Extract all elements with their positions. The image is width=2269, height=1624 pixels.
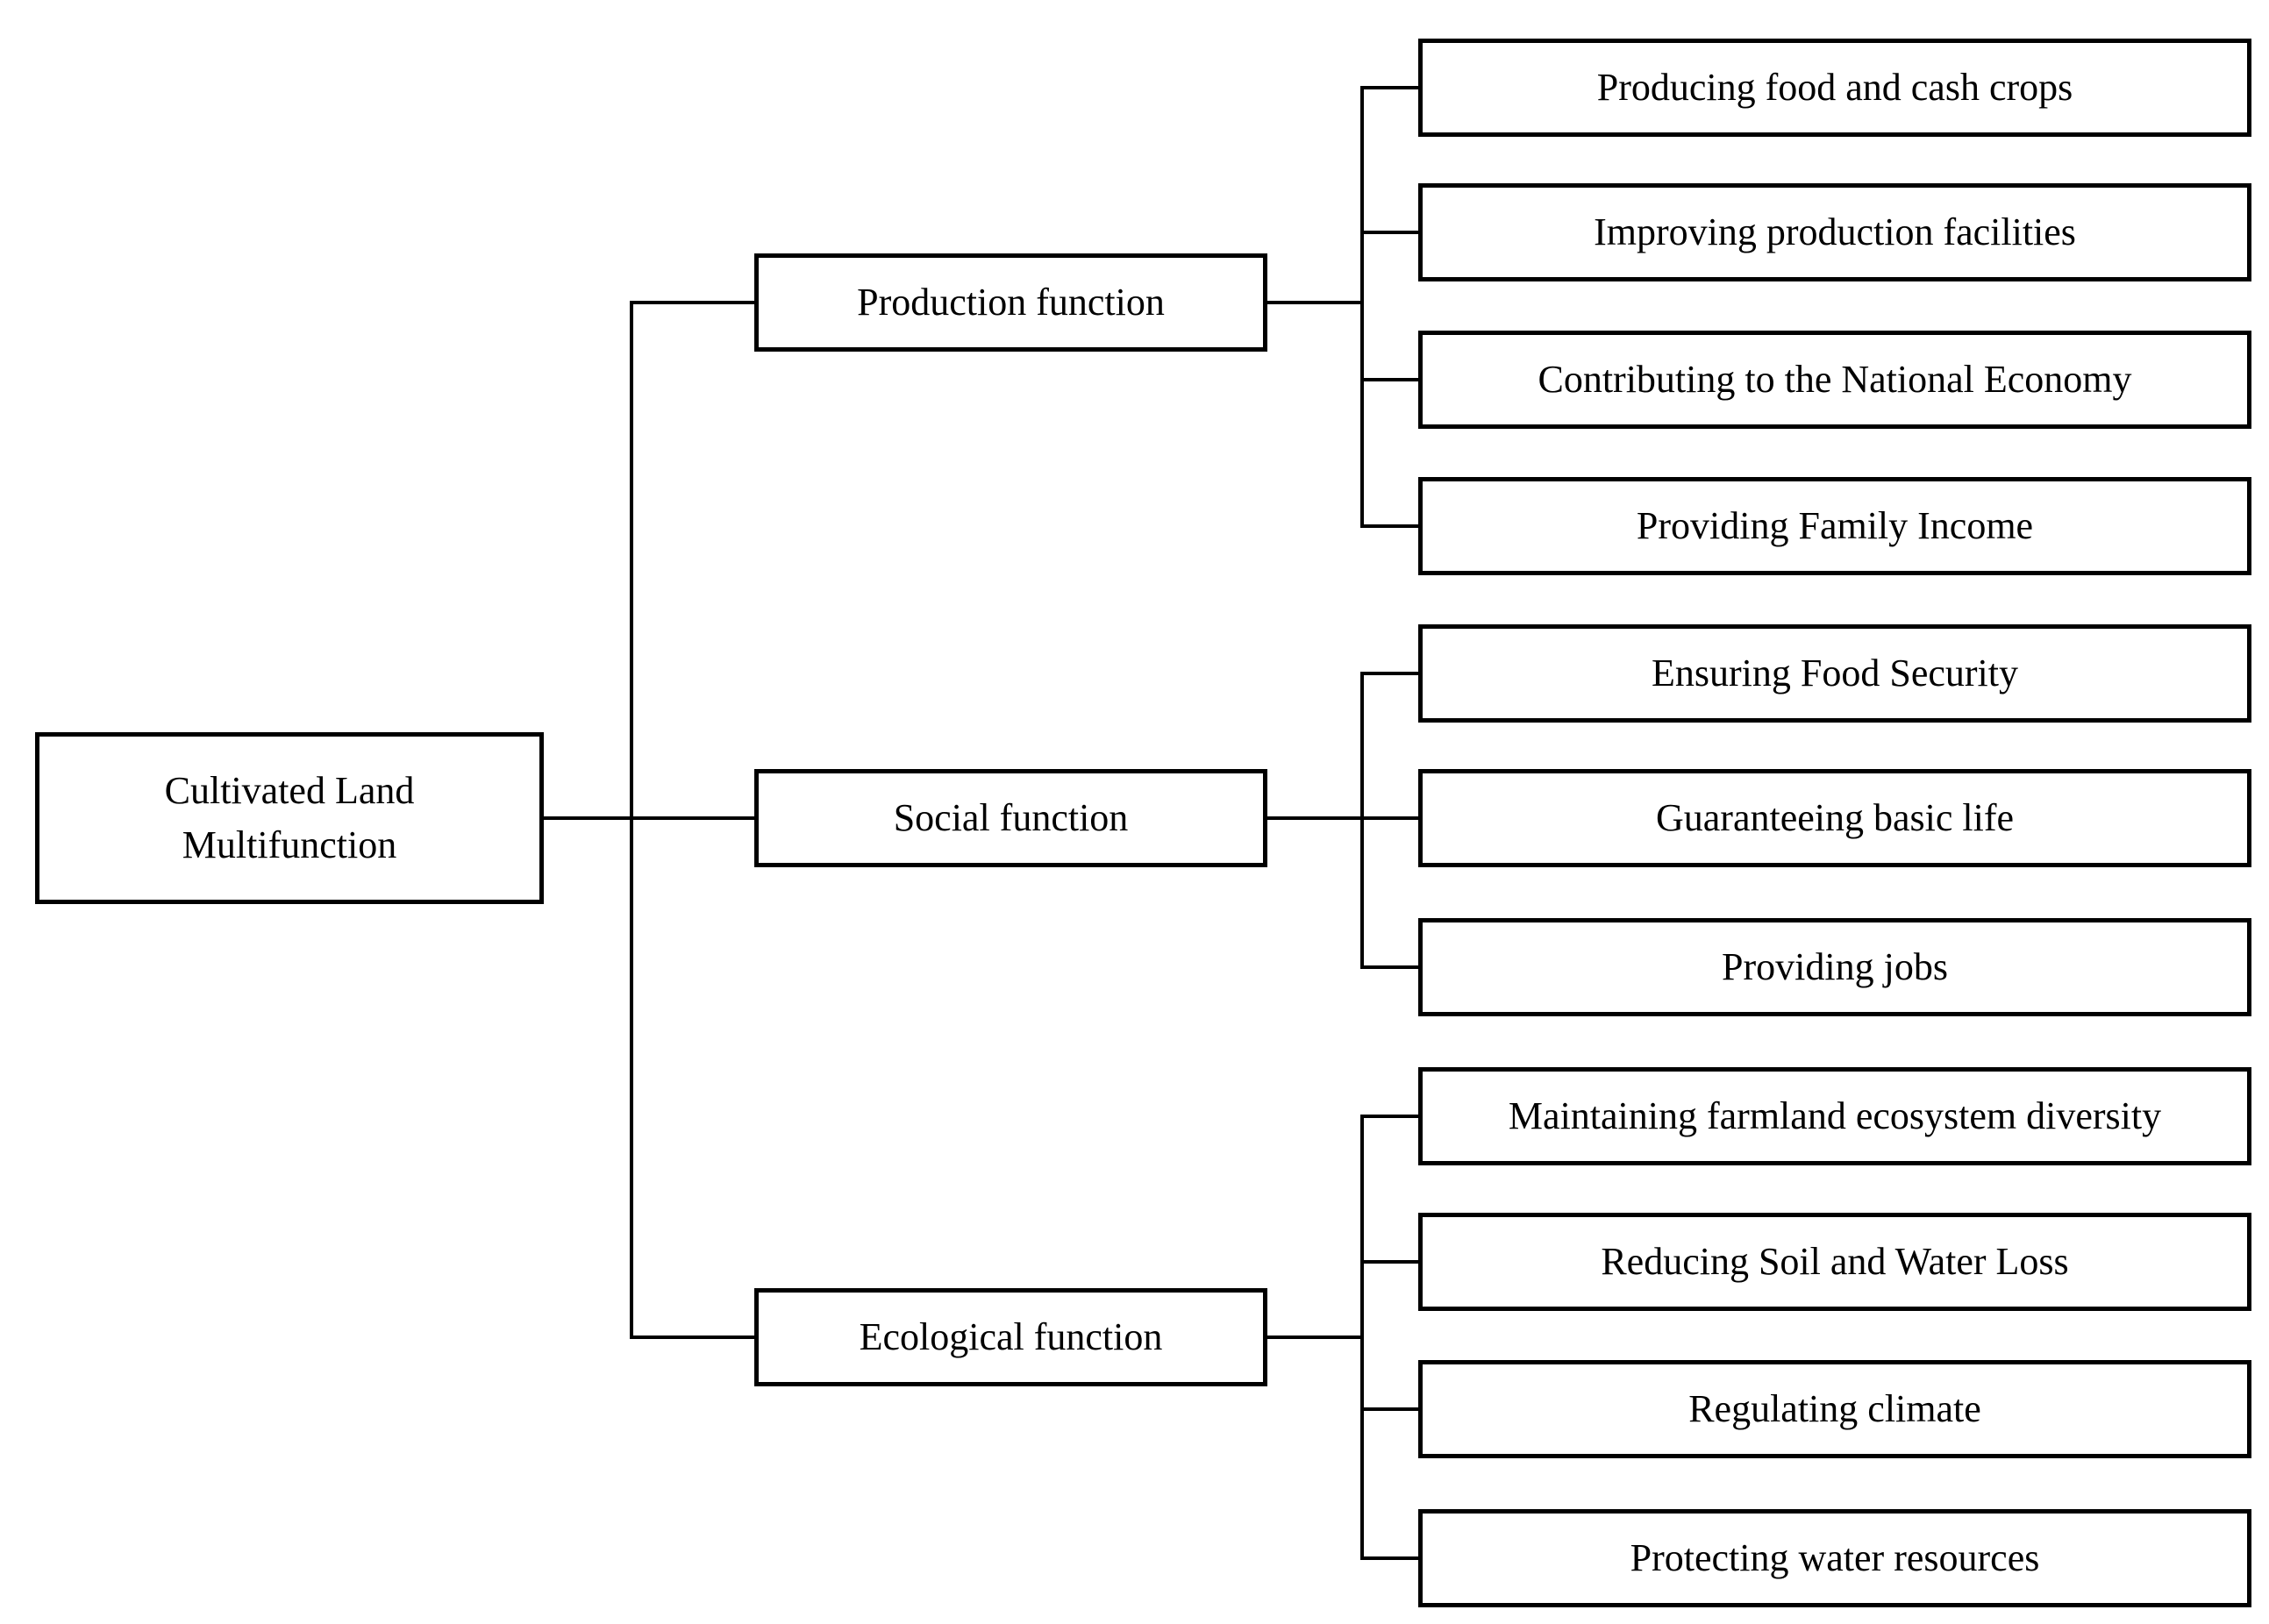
branch-node-ecological: Ecological function [754, 1288, 1267, 1386]
leaf-node-improving-production-facilities: Improving production facilities [1418, 183, 2251, 281]
leaf-node-regulating-climate: Regulating climate [1418, 1360, 2251, 1458]
leaf-node-maintaining-farmland-ecosystem-diversity: Maintaining farmland ecosystem diversity [1418, 1067, 2251, 1165]
leaf-node-ensuring-food-security: Ensuring Food Security [1418, 624, 2251, 723]
leaf-node-reducing-soil-and-water-loss: Reducing Soil and Water Loss [1418, 1213, 2251, 1311]
leaf-node-providing-family-income: Providing Family Income [1418, 477, 2251, 575]
root-node: Cultivated Land Multifunction [35, 732, 544, 904]
leaf-node-producing-food-and-cash-crops: Producing food and cash crops [1418, 39, 2251, 137]
leaf-node-providing-jobs: Providing jobs [1418, 918, 2251, 1016]
branch-node-social: Social function [754, 769, 1267, 867]
branch-node-production: Production function [754, 253, 1267, 352]
connector-group [540, 86, 1423, 1560]
leaf-node-contributing-to-national-economy: Contributing to the National Economy [1418, 331, 2251, 429]
leaf-node-protecting-water-resources: Protecting water resources [1418, 1509, 2251, 1607]
leaf-node-guaranteeing-basic-life: Guaranteeing basic life [1418, 769, 2251, 867]
